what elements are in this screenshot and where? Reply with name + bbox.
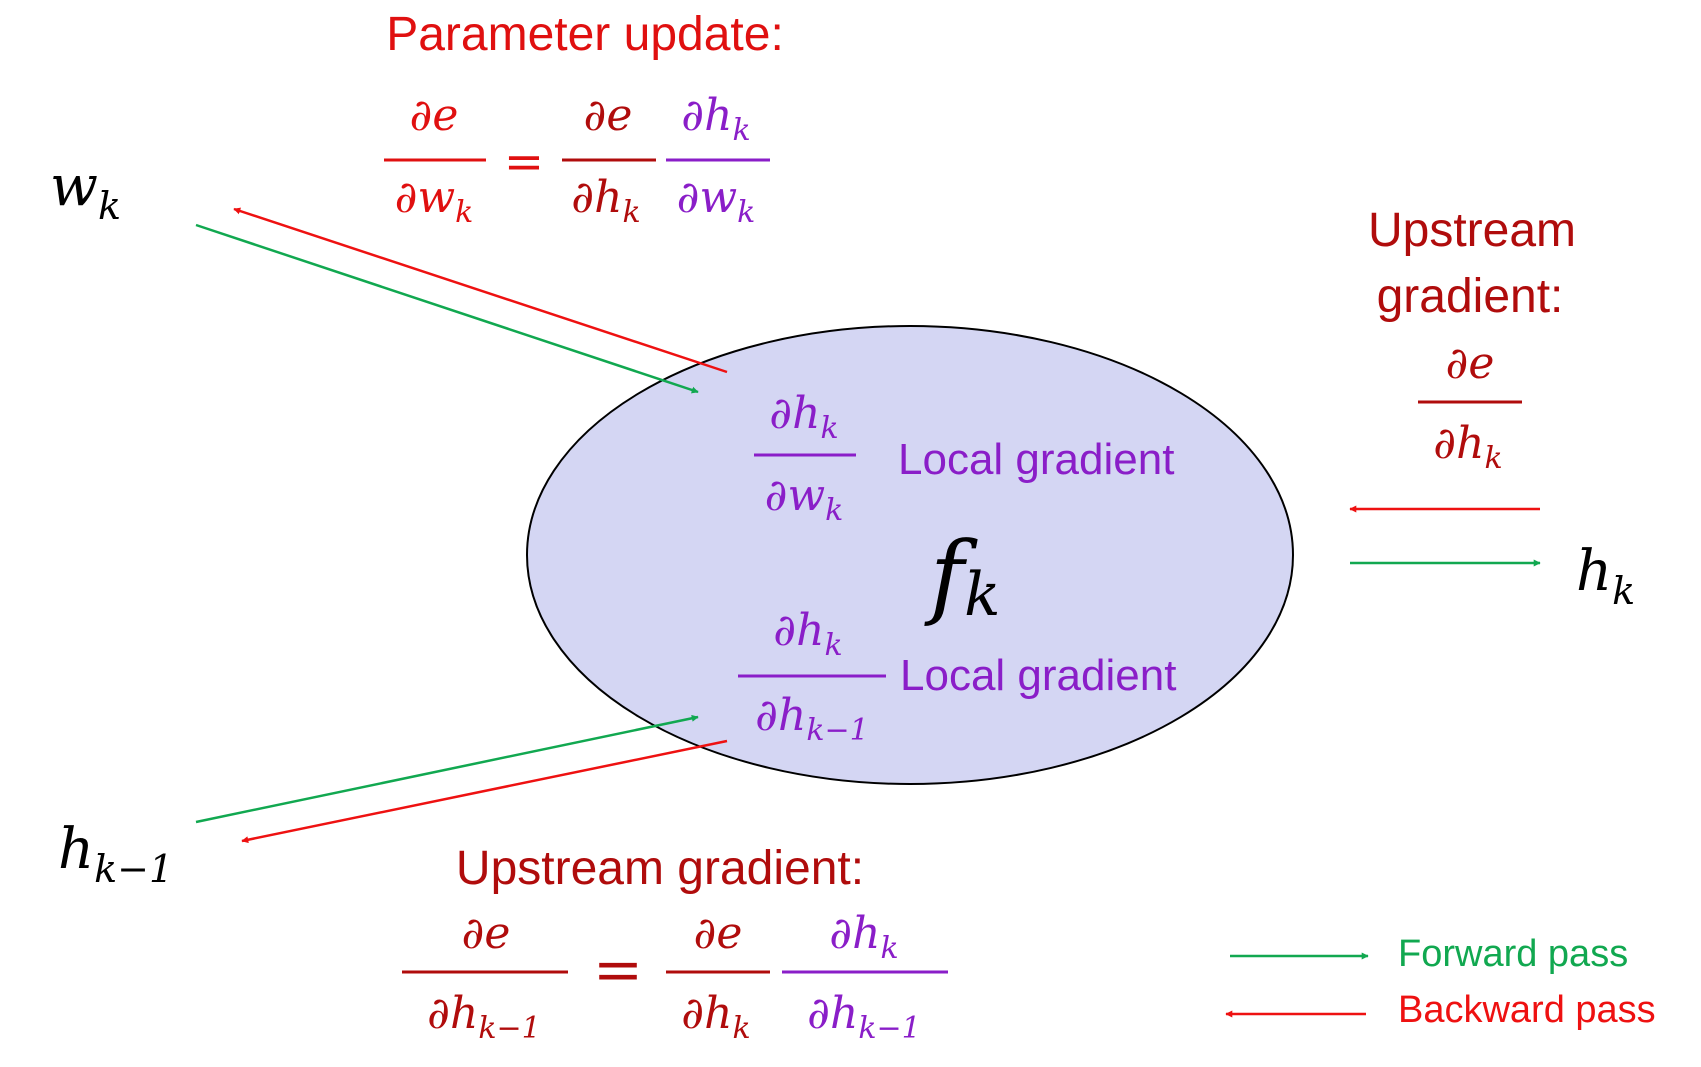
forward-arrow-weight	[195, 223, 699, 394]
upstream-bottom-title: Upstream gradient:	[456, 842, 864, 895]
upstream-right-den: ∂hk	[1433, 418, 1502, 476]
weight-input-label: wk	[50, 154, 121, 228]
output-label: hk	[1576, 539, 1635, 613]
node-ellipse	[526, 325, 1294, 785]
param-rhs2-num: ∂hk	[681, 90, 750, 148]
backward-arrow-weight	[233, 207, 728, 374]
legend-forward-label: Forward pass	[1398, 933, 1628, 975]
upstream-bottom-rhs1-num: ∂e	[694, 908, 743, 959]
upstream-bottom-rhs2-num: ∂hk	[829, 908, 898, 966]
upstream-right-title-line1: Upstream	[1368, 204, 1576, 257]
local-bottom-den: ∂hk−1	[755, 690, 869, 748]
local-bottom-num: ∂hk	[773, 605, 842, 663]
local-gradient-top-label: Local gradient	[898, 435, 1174, 484]
parameter-update-title: Parameter update:	[386, 8, 784, 61]
local-top-num: ∂hk	[769, 388, 838, 446]
upstream-right-num: ∂e	[1446, 338, 1495, 389]
param-rhs1-num: ∂e	[584, 90, 633, 141]
param-equals: =	[504, 134, 544, 190]
param-lhs-num: ∂e	[410, 90, 459, 141]
param-rhs2-den: ∂wk	[677, 172, 756, 230]
upstream-right-title-line2: gradient:	[1377, 270, 1564, 323]
local-gradient-bottom-label: Local gradient	[900, 651, 1176, 700]
legend-backward-label: Backward pass	[1398, 989, 1656, 1031]
local-top-den: ∂wk	[765, 470, 844, 528]
upstream-bottom-lhs-den: ∂hk−1	[427, 988, 541, 1046]
upstream-bottom-rhs1-den: ∂hk	[681, 988, 750, 1046]
param-rhs1-den: ∂hk	[571, 172, 640, 230]
upstream-bottom-equals: =	[593, 935, 643, 1005]
prev-hidden-label: hk−1	[58, 817, 173, 891]
backward-arrow-prev	[241, 739, 728, 844]
upstream-bottom-lhs-num: ∂e	[462, 908, 511, 959]
forward-arrow-prev	[195, 714, 699, 824]
upstream-bottom-rhs2-den: ∂hk−1	[807, 988, 921, 1046]
param-lhs-den: ∂wk	[395, 172, 474, 230]
